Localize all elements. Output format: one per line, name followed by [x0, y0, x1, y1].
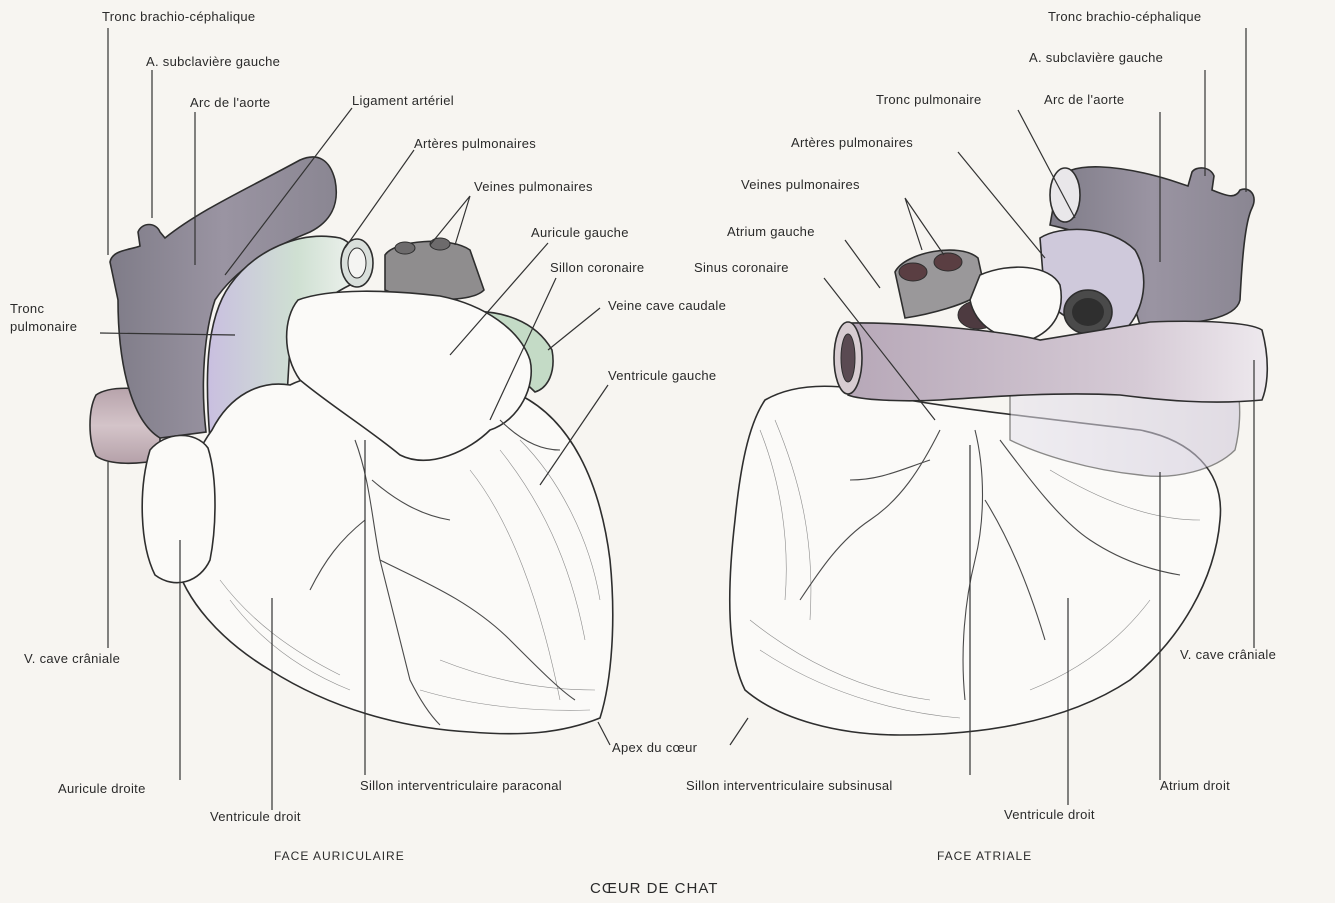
left-auricle-droite	[142, 435, 215, 582]
label-auricule-droite: Auricule droite	[58, 781, 146, 796]
label-sillon-subsinusal: Sillon interventriculaire subsinusal	[686, 778, 893, 793]
label-arteres-pulm-left: Artères pulmonaires	[414, 136, 536, 151]
label-v-cave-craniale-left: V. cave crâniale	[24, 651, 120, 666]
label-subclaviere-right: A. subclavière gauche	[1029, 50, 1163, 65]
label-tronc-brachio-right: Tronc brachio-céphalique	[1048, 9, 1201, 24]
label-tronc-pulm-line1: Tronc	[10, 301, 44, 316]
left-heart-illustration	[90, 157, 613, 734]
label-sinus-coronaire: Sinus coronaire	[694, 260, 789, 275]
figure-title: CŒUR DE CHAT	[590, 880, 718, 897]
label-ventricule-gauche: Ventricule gauche	[608, 368, 716, 383]
label-arc-aorte-left: Arc de l'aorte	[190, 95, 270, 110]
label-ventricule-droit-left: Ventricule droit	[210, 809, 301, 824]
label-tronc-pulm-right: Tronc pulmonaire	[876, 92, 981, 107]
label-veines-pulm-right: Veines pulmonaires	[741, 177, 860, 192]
caption-face-auriculaire: FACE AURICULAIRE	[274, 849, 405, 863]
label-tronc-pulm-line2: pulmonaire	[10, 319, 77, 334]
label-veines-pulm-left: Veines pulmonaires	[474, 179, 593, 194]
label-tronc-brachio-left: Tronc brachio-céphalique	[102, 9, 255, 24]
label-arc-aorte-right: Arc de l'aorte	[1044, 92, 1124, 107]
label-v-cave-craniale-right: V. cave crâniale	[1180, 647, 1276, 662]
label-arteres-pulm-right: Artères pulmonaires	[791, 135, 913, 150]
label-ventricule-droit-right: Ventricule droit	[1004, 807, 1095, 822]
label-veine-cave-caudale: Veine cave caudale	[608, 298, 726, 313]
label-auricule-gauche: Auricule gauche	[531, 225, 629, 240]
right-left-atrium	[970, 267, 1061, 340]
label-sillon-paraconal: Sillon interventriculaire paraconal	[360, 778, 562, 793]
label-ligament-arteriel: Ligament artériel	[352, 93, 454, 108]
label-apex: Apex du cœur	[612, 740, 698, 755]
label-atrium-droit: Atrium droit	[1160, 778, 1230, 793]
caption-face-atriale: FACE ATRIALE	[937, 849, 1032, 863]
label-atrium-gauche: Atrium gauche	[727, 224, 815, 239]
label-subclaviere-left: A. subclavière gauche	[146, 54, 280, 69]
label-sillon-coronaire: Sillon coronaire	[550, 260, 644, 275]
